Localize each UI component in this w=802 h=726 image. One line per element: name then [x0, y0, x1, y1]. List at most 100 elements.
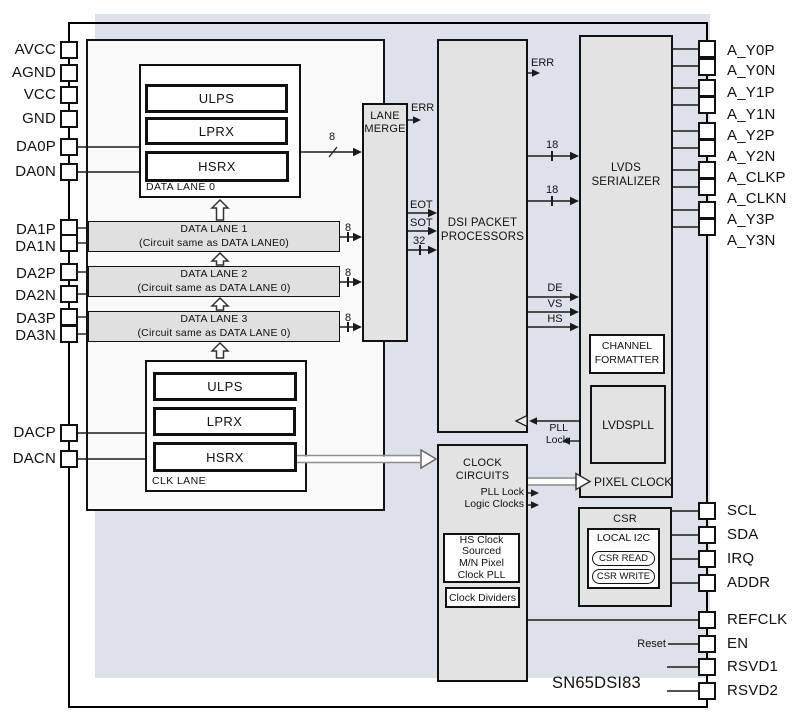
pin-da1n-box [60, 234, 78, 252]
bus8-label-lane3: 8 [345, 312, 352, 324]
pin-da0n-box [60, 163, 78, 181]
pin-a-clkn-box [698, 178, 716, 196]
data-lane1-block: DATA LANE 1 (Circuit same as DATA LANE0) [88, 221, 340, 252]
sot-label: SOT [410, 217, 433, 229]
pin-avcc-box [60, 41, 78, 59]
pin-rsvd1-label: RSVD1 [727, 658, 779, 675]
csr-label: CSR [613, 513, 637, 525]
data-lane3-block: DATA LANE 3 (Circuit same as DATA LANE 0… [88, 311, 340, 342]
pin-refclk-box [698, 611, 716, 629]
pin-sda-box [698, 526, 716, 544]
pin-addr-label: ADDR [727, 574, 771, 591]
pin-dacp-box [60, 424, 78, 442]
pin-da0n-label: DA0N [15, 163, 56, 180]
bus32-label: 32 [413, 235, 426, 247]
pin-a-y1n-label: A_Y1N [727, 106, 776, 123]
pin-rsvd2-box [698, 682, 716, 700]
data-lane0-label: DATA LANE 0 [146, 181, 216, 193]
pin-a-y3n-label: A_Y3N [727, 232, 776, 249]
reset-label: Reset [637, 638, 666, 650]
pin-addr-box [698, 574, 716, 592]
pin-en-box [698, 635, 716, 653]
csr-write-pill: CSR WRITE [592, 569, 655, 584]
pin-da0p-box [60, 138, 78, 156]
hsrx-label: HSRX [206, 449, 244, 465]
pin-gnd-label: GND [22, 110, 56, 127]
hs-clock-pll-block: HS Clock Sourced M/N Pixel Clock PLL [443, 533, 520, 583]
hsrx-label: HSRX [198, 159, 236, 174]
pin-a-clkn-label: A_CLKN [727, 190, 787, 207]
dsi-packet-processors-label: DSI PACKET PROCESSORS [440, 217, 525, 243]
data-lane2-block: DATA LANE 2 (Circuit same as DATA LANE 0… [88, 266, 340, 297]
lvdspll-block: LVDSPLL [590, 385, 666, 464]
pin-irq-box [698, 550, 716, 568]
pin-da2n-box [60, 285, 78, 303]
pin-sda-label: SDA [727, 526, 759, 543]
local-i2c-label: LOCAL I2C [596, 532, 651, 544]
err-label-dsi-pp: ERR [531, 57, 555, 69]
pin-da2n-label: DA2N [15, 287, 56, 304]
hs-label: HS [547, 313, 563, 325]
pin-rsvd2-label: RSVD2 [727, 682, 779, 699]
pixel-clock-label: PIXEL CLOCK [594, 475, 673, 489]
pin-en-label: EN [727, 635, 749, 652]
pin-a-y0p-label: A_Y0P [727, 42, 775, 59]
pin-da2p-label: DA2P [16, 265, 56, 282]
pin-refclk-label: REFCLK [727, 611, 788, 628]
pin-a-clkp-label: A_CLKP [727, 169, 786, 186]
pll-lock-label-clock-circuits: PLL Lock [480, 486, 524, 498]
bus8-label-lane1: 8 [345, 222, 352, 234]
clock-circuits-label: CLOCK CIRCUITS [455, 457, 510, 483]
lane-merge-block: LANE MERGE [362, 103, 408, 342]
data-lane0-lprx-block: LPRX [145, 117, 288, 145]
pin-a-y3p-box [698, 201, 716, 219]
pin-a-y2n-label: A_Y2N [727, 148, 776, 165]
pin-scl-label: SCL [727, 502, 757, 519]
pin-a-y3n-box [698, 218, 716, 236]
pin-a-y1p-box [698, 79, 716, 97]
pin-da3n-box [60, 325, 78, 343]
bus8-label-lane2: 8 [345, 267, 352, 279]
pin-a-clkp-box [698, 161, 716, 179]
pin-agnd-box [60, 64, 78, 82]
pll-lock-label-lvdspll: PLL Lock [545, 422, 568, 446]
pin-irq-label: IRQ [727, 550, 755, 567]
chip-outline [68, 22, 708, 708]
lprx-label: LPRX [198, 123, 235, 139]
pin-avcc-label: AVCC [14, 41, 56, 58]
pin-a-y2p-label: A_Y2P [727, 127, 775, 144]
part-number-label: SN65DSI83 [552, 674, 641, 692]
err-label-lane-merge: ERR [411, 102, 435, 114]
pin-da1p-label: DA1P [16, 221, 56, 238]
pin-da3n-label: DA3N [15, 327, 56, 344]
lprx-label: LPRX [206, 414, 243, 429]
pin-da0p-label: DA0P [16, 138, 56, 155]
lane-merge-label: LANE MERGE [364, 110, 406, 136]
vs-label: VS [547, 298, 563, 310]
channel-formatter-block: CHANNEL FORMATTER [589, 334, 665, 374]
pin-da3p-box [60, 308, 78, 326]
clk-lane-lprx-block: LPRX [153, 407, 296, 436]
pin-a-y0n-box [698, 58, 716, 76]
clk-lane-ulps-block: ULPS [153, 372, 297, 401]
data-lane0-ulps-block: ULPS [145, 84, 288, 113]
pin-dacn-label: DACN [12, 450, 56, 467]
clock-dividers-block: Clock Dividers [445, 587, 520, 608]
pin-agnd-label: AGND [11, 64, 56, 81]
data-lane0-hsrx-block: HSRX [145, 151, 289, 182]
pin-da3p-label: DA3P [16, 310, 56, 327]
bus8-label-lane0: 8 [329, 131, 336, 143]
pin-vcc-box [60, 86, 78, 104]
pin-a-y3p-label: A_Y3P [727, 211, 775, 228]
lvds-serializer-label: LVDS SERIALIZER [591, 162, 661, 188]
logic-clocks-label: Logic Clocks [464, 498, 524, 510]
clk-lane-hsrx-block: HSRX [153, 442, 297, 472]
pin-a-y0n-label: A_Y0N [727, 62, 776, 79]
bus18-label-a: 18 [546, 139, 559, 151]
pin-gnd-box [60, 110, 78, 128]
csr-read-pill: CSR READ [592, 551, 655, 566]
pin-a-y2n-box [698, 139, 716, 157]
pin-a-y2p-box [698, 122, 716, 140]
pin-scl-box [698, 502, 716, 520]
